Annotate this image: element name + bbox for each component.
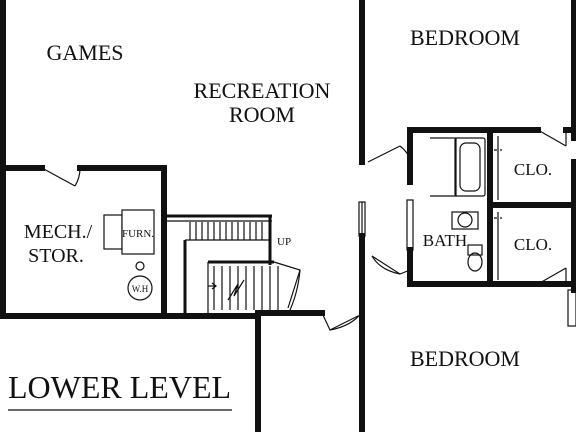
rec-room-door[interactable] [321, 311, 363, 331]
closet-top-door[interactable] [537, 129, 567, 147]
furnace-label: FURN. [122, 228, 154, 240]
stairs-up-label: UP [277, 236, 291, 248]
closet-bottom-label: CLO. [514, 235, 552, 254]
bedroom-bottom-label: BEDROOM [410, 346, 520, 371]
games-label: GAMES [46, 40, 123, 65]
closet-top-label: CLO. [514, 160, 552, 179]
stair-door[interactable] [273, 261, 301, 311]
mech-room-walls [0, 165, 167, 319]
bath-label: BATH [423, 231, 467, 250]
water-heater-label: W.H [132, 284, 149, 294]
stairwell [164, 214, 279, 316]
closet-bottom-shelf [494, 212, 502, 280]
bedroom-top-label: BEDROOM [410, 25, 520, 50]
mech-label-line2: STOR. [28, 245, 84, 267]
center-wall-opening [358, 201, 366, 237]
bath-block-walls [359, 127, 576, 287]
vanity-and-toilet [451, 211, 483, 272]
mech-room-door[interactable] [41, 167, 81, 187]
bedroom-top-door[interactable] [367, 145, 411, 163]
closet-top-shelf [494, 136, 502, 200]
bedroom-bottom-window [567, 289, 576, 327]
furnace: FURN. [103, 209, 155, 255]
mech-label-line1: MECH./ [24, 221, 93, 243]
bath-window [406, 199, 414, 251]
closet-bottom-door[interactable] [537, 267, 567, 285]
recreation-room-label-line1: RECREATION [194, 78, 331, 103]
recreation-room-label-line2: ROOM [229, 102, 295, 127]
water-heater: W.H [127, 261, 153, 301]
bath-door[interactable] [371, 255, 411, 275]
bathtub [430, 137, 486, 197]
plan-title: LOWER LEVEL [8, 369, 231, 405]
